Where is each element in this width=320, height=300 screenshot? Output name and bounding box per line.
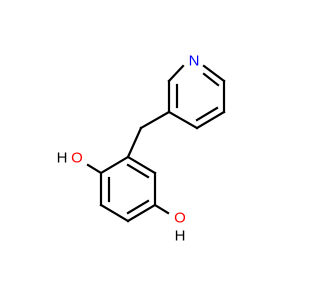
benzene-bond-6 (126, 155, 157, 175)
hydroxyl-upper-oxygen-label: O (71, 150, 83, 167)
pyridine-bond-5 (167, 110, 199, 130)
benzene-bond-4-inner (126, 199, 150, 215)
hydroxyl-lower-hydrogen-label: H (175, 228, 186, 245)
pyridine-bond-2 (202, 64, 226, 83)
methylene-bridge (126, 110, 171, 159)
hydroxyl-upper-hydrogen-label: H (57, 150, 68, 167)
hydroxyl-upper-bond (86, 163, 103, 175)
hydroxyl-lower-bond (153, 203, 170, 215)
nitrogen-atom-label: N (189, 53, 200, 70)
pyridine-bond-2-inner (202, 72, 220, 87)
diagram-background (0, 0, 300, 300)
pyridine-ring (167, 64, 226, 130)
benzene-bond-4 (126, 203, 157, 223)
pyridine-bond-1 (167, 64, 185, 83)
pyridine-bond-4 (195, 110, 226, 130)
bridge-bond-upper (139, 110, 171, 130)
chemical-structure-diagram: N H O O H (0, 0, 300, 300)
pyridine-bond-4-inner (195, 106, 219, 122)
benzene-bond-3 (99, 203, 130, 223)
benzene-bond-6-inner (126, 163, 150, 179)
hydroxyl-bonds (86, 163, 170, 215)
hydroxyl-lower-oxygen-label: O (174, 210, 186, 227)
benzene-bond-1 (99, 155, 130, 175)
benzene-ring (99, 155, 157, 223)
bridge-bond-lower (126, 126, 143, 159)
